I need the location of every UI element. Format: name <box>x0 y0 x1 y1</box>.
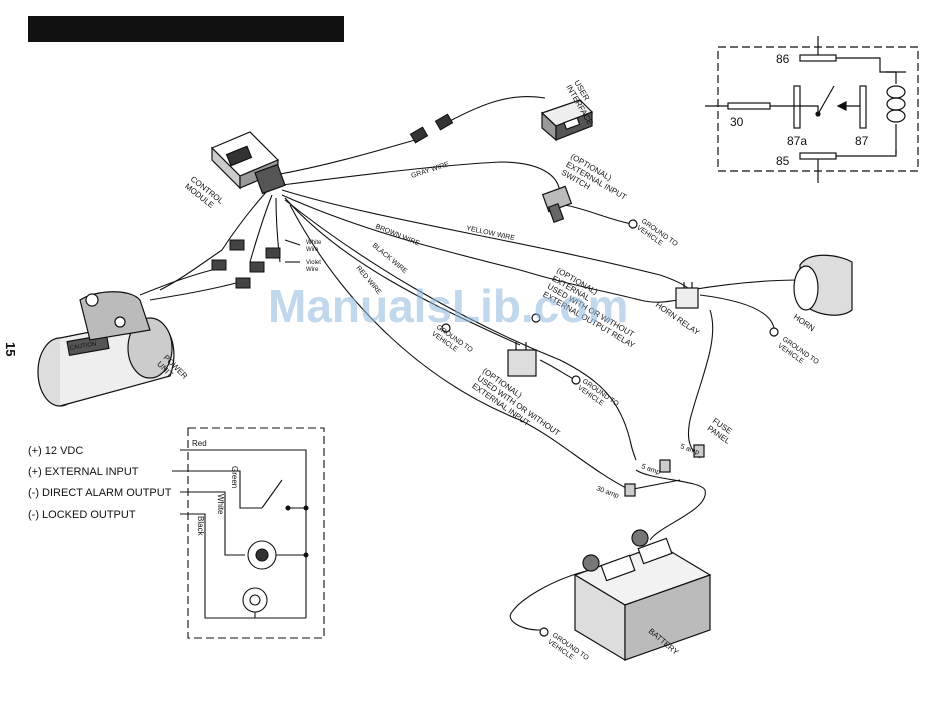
page-number: 15 <box>3 342 18 356</box>
external-switch <box>541 185 638 229</box>
control-module-label: CONTROLMODULE <box>183 174 225 213</box>
fuse-panel-label: FUSEPANEL <box>706 416 738 446</box>
horn-relay <box>675 282 699 309</box>
ground-label-4: GROUND TOVEHICLE <box>576 378 620 415</box>
black-wire-label: BLACK WIRE <box>371 242 409 275</box>
fuses <box>624 444 705 497</box>
legend-color-black: Black <box>196 516 205 537</box>
wire-harness <box>139 95 801 631</box>
pin-87a-label: 87a <box>787 134 807 148</box>
horn-label: HORN <box>792 312 817 333</box>
optional-relay <box>441 313 581 385</box>
ground-label-5: GROUND TOVEHICLE <box>546 632 590 669</box>
pin-30-label: 30 <box>730 115 744 129</box>
pin-86-label: 86 <box>776 52 790 66</box>
battery <box>539 529 712 662</box>
power-unit <box>37 291 175 407</box>
legend-row-1: (+) EXTERNAL INPUT <box>28 466 139 478</box>
ui-connectors <box>409 113 454 144</box>
user-interface <box>540 99 594 142</box>
caution-label: CAUTION <box>69 341 97 352</box>
legend-color-green: Green <box>230 466 239 488</box>
optional-relay2-label: (OPTIONAL)USED WITH OR WITHOUTEXTERNAL I… <box>470 366 567 445</box>
legend-row-0: (+) 12 VDC <box>28 445 83 457</box>
relay-schematic <box>705 36 919 183</box>
gray-wire-label: GRAY WIRE <box>410 161 450 180</box>
legend-color-red: Red <box>192 439 207 448</box>
power-unit-connectors <box>211 239 281 289</box>
legend-color-white: White <box>216 494 225 515</box>
ground-label-1: GROUND TOVEHICLE <box>635 218 679 255</box>
brown-wire-label: BROWN WIRE <box>374 223 421 247</box>
pin-87-label: 87 <box>855 134 869 148</box>
legend-row-2: (-) DIRECT ALARM OUTPUT <box>28 487 172 499</box>
horn <box>769 254 853 337</box>
pin-85-label: 85 <box>776 154 790 168</box>
legend-box <box>172 427 325 639</box>
header-bar <box>28 16 344 42</box>
fuse-label-2: 5 amp <box>640 463 661 476</box>
watermark: ManualsLib.com <box>268 280 628 332</box>
ground-label-2: GROUND TOVEHICLE <box>776 336 820 373</box>
control-module <box>210 131 286 195</box>
legend-row-3: (-) LOCKED OUTPUT <box>28 509 136 521</box>
fuse-label-3: 30 amp <box>595 485 619 500</box>
